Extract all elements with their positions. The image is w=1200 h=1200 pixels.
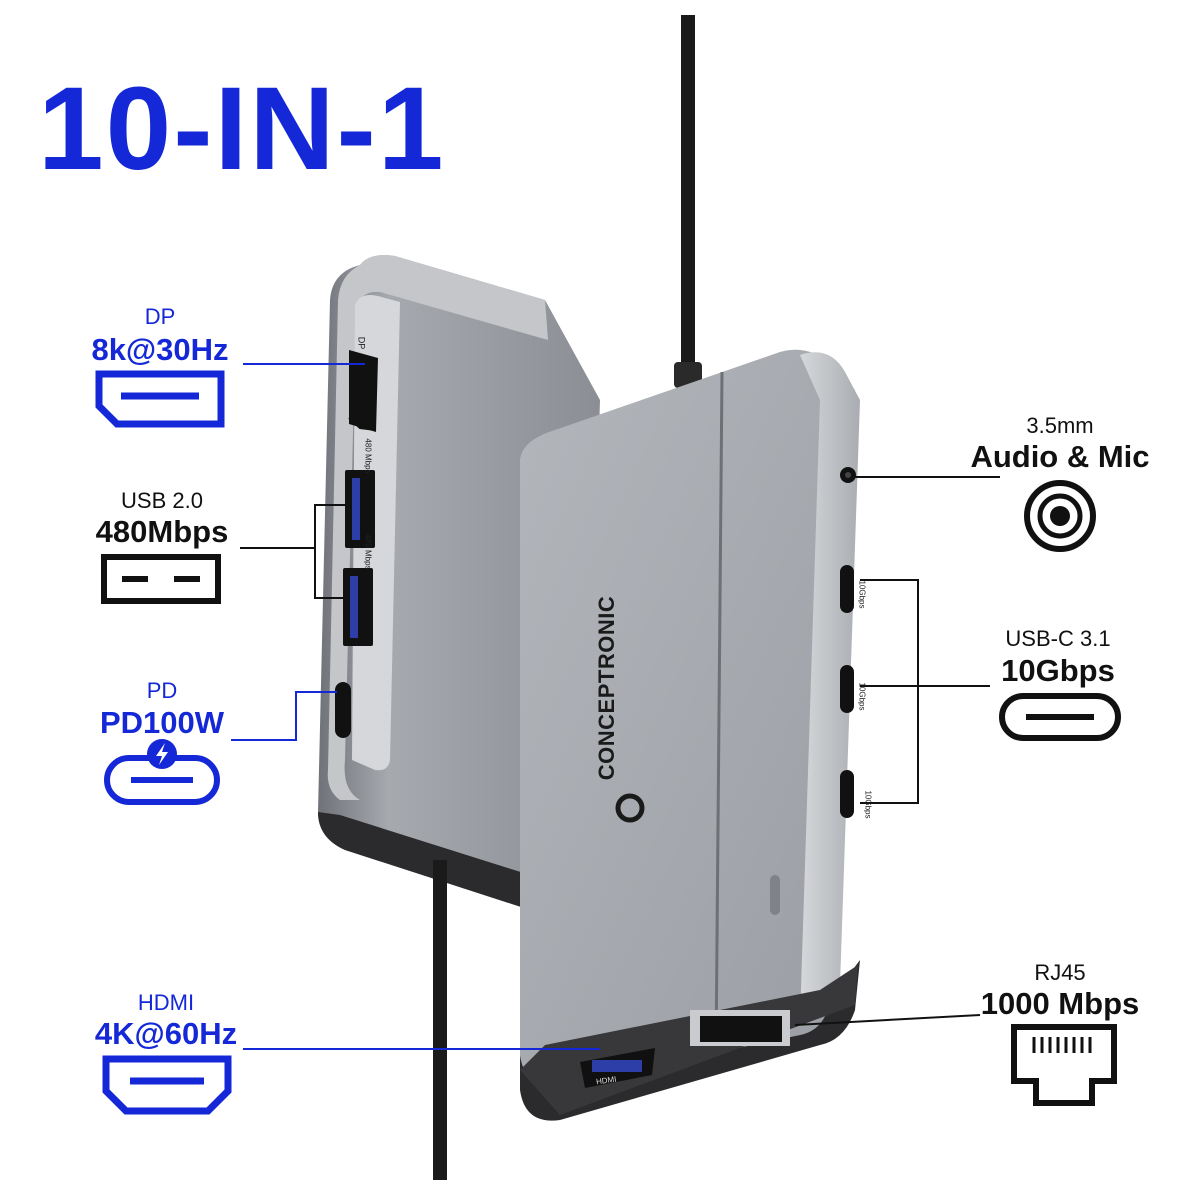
dp-spec: 8k@30Hz [91, 332, 229, 367]
audio-spec-wrap: Audio & Mic [930, 441, 1190, 472]
hdmi-icon [102, 1055, 232, 1115]
usb-c-icon [999, 693, 1121, 741]
hdmi-callout: HDMI [36, 992, 296, 1014]
device-usbc-speed-label-2: 10Gbps [857, 682, 867, 711]
callout-lines-blue [231, 363, 600, 1050]
audio-callout: 3.5mm [930, 415, 1190, 437]
rj45-callout: RJ45 [930, 962, 1190, 984]
usbc-name: USB-C 3.1 [1005, 626, 1111, 651]
device-dp-label: DP [356, 336, 367, 350]
device-usbc-speed-label-1: 10Gbps [857, 580, 867, 609]
usb2-name: USB 2.0 [121, 488, 203, 513]
usb-c-cable-top [681, 15, 695, 385]
audio-spec: Audio & Mic [970, 439, 1150, 474]
usbc-spec: 10Gbps [1001, 653, 1115, 688]
hdmi-name: HDMI [137, 990, 195, 1015]
dp-callout: DP [30, 306, 290, 328]
usb-a-icon [101, 554, 221, 604]
displayport-icon [95, 370, 225, 428]
pd-callout: PD [32, 680, 292, 702]
hub-front-module [520, 349, 860, 1121]
audio-name: 3.5mm [1026, 413, 1094, 438]
pd-spec-wrap: PD100W [32, 707, 292, 738]
pd-spec: PD100W [99, 705, 225, 740]
rj45-name: RJ45 [1034, 960, 1086, 985]
rj45-spec-wrap: 1000 Mbps [930, 988, 1190, 1019]
hdmi-spec: 4K@60Hz [94, 1016, 238, 1051]
page-title: 10-IN-1 [38, 63, 446, 195]
device-usb-speed-label-1: 480 Mbps [363, 438, 373, 474]
usb2-spec-wrap: 480Mbps [32, 516, 292, 547]
usb-c-power-icon [104, 739, 220, 805]
usb2-callout: USB 2.0 [32, 490, 292, 512]
audio-jack-icon [1024, 480, 1096, 552]
dp-name: DP [144, 304, 176, 329]
hdmi-spec-wrap: 4K@60Hz [36, 1018, 296, 1049]
rj45-spec: 1000 Mbps [980, 986, 1140, 1021]
ethernet-icon [1011, 1024, 1117, 1106]
dp-spec-wrap: 8k@30Hz [30, 334, 290, 365]
usbc-spec-wrap: 10Gbps [928, 655, 1188, 686]
device-usb-speed-label-2: 480 Mbps [363, 534, 373, 570]
usbc-callout: USB-C 3.1 [928, 628, 1188, 650]
brand-logo-text: CONCEPTRONIC [594, 595, 620, 781]
device-usbc-speed-label-3: 10Gbps [863, 790, 873, 819]
callout-lines-black [240, 476, 1000, 1026]
pd-name: PD [146, 678, 178, 703]
usb2-spec: 480Mbps [95, 514, 229, 549]
